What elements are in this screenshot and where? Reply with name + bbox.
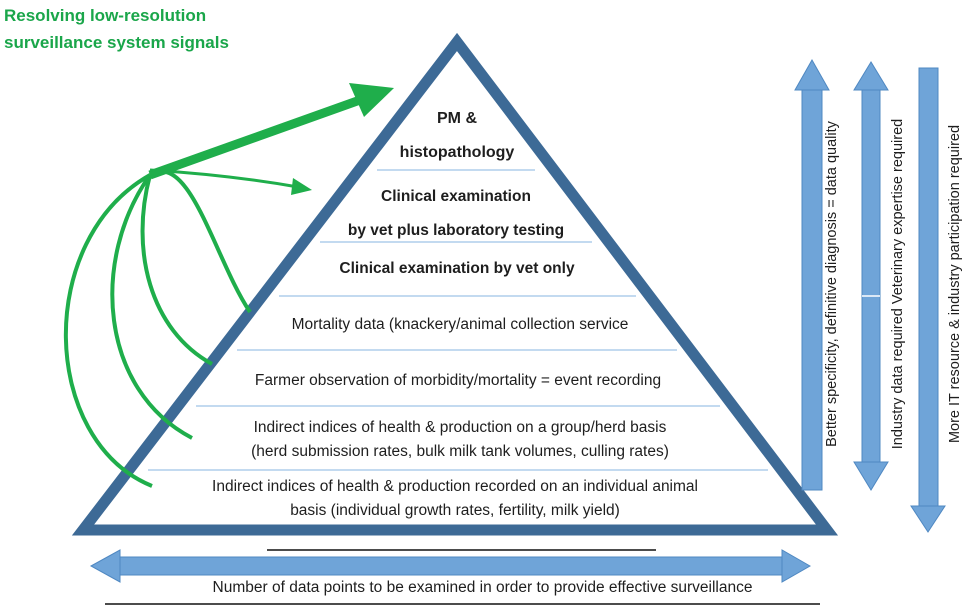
curve-farmer: [140, 174, 213, 366]
curve-mortality: [148, 169, 252, 314]
label-it-resource: More IT resource & industry participatio…: [947, 124, 963, 444]
level-dividers: [148, 169, 768, 471]
level-5-line-1: Farmer observation of morbidity/mortalit…: [254, 372, 662, 389]
label-expertise: Industry data required Veterinary expert…: [890, 118, 906, 450]
level-4-line-1: Mortality data (knackery/animal collecti…: [291, 316, 629, 333]
level-7-line-2: basis (individual growth rates, fertilit…: [290, 502, 620, 519]
diagram-title: Resolving low-resolution surveillance sy…: [4, 2, 264, 56]
label-data-points: Number of data points to be examined in …: [212, 579, 753, 596]
curve-individual: [63, 173, 153, 488]
label-data-quality: Better specificity, definitive diagnosis…: [824, 121, 840, 447]
level-farmer-observation: Farmer observation of morbidity/mortalit…: [208, 369, 708, 393]
level-clinical-vet-only: Clinical examination by vet only: [292, 257, 622, 281]
arrow-thick: [148, 95, 362, 180]
level-pm-histopathology: PM & histopathology: [357, 102, 557, 170]
title-line-1: Resolving low-resolution: [4, 6, 207, 25]
horizontal-arrow: [89, 549, 812, 583]
vertical-arrows: [794, 58, 946, 533]
level-6-line-2: (herd submission rates, bulk milk tank v…: [251, 443, 669, 460]
level-clinical-lab: Clinical examination by vet plus laborat…: [306, 180, 606, 248]
level-1-line-2: histopathology: [399, 144, 515, 161]
level-3-line-1: Clinical examination by vet only: [339, 260, 575, 277]
level-7-line-1: Indirect indices of health & production …: [212, 478, 698, 495]
pyramid-outline: [71, 32, 839, 536]
arrow-thin-head: [291, 178, 312, 195]
resource-arrow: [910, 67, 946, 533]
level-individual-indices: Indirect indices of health & production …: [150, 475, 760, 523]
level-mortality: Mortality data (knackery/animal collecti…: [250, 313, 670, 337]
arrow-thick-head: [349, 83, 394, 117]
level-2-line-1: Clinical examination: [381, 188, 531, 205]
green-arrows: [63, 83, 394, 488]
level-1-line-1: PM &: [437, 110, 477, 127]
level-2-line-2: by vet plus laboratory testing: [347, 222, 565, 239]
level-group-indices: Indirect indices of health & production …: [200, 416, 720, 464]
expertise-arrow: [853, 61, 889, 491]
quality-arrow: [794, 58, 830, 491]
level-6-line-1: Indirect indices of health & production …: [253, 419, 667, 436]
title-line-2: surveillance system signals: [4, 33, 229, 52]
curve-group: [110, 173, 193, 440]
